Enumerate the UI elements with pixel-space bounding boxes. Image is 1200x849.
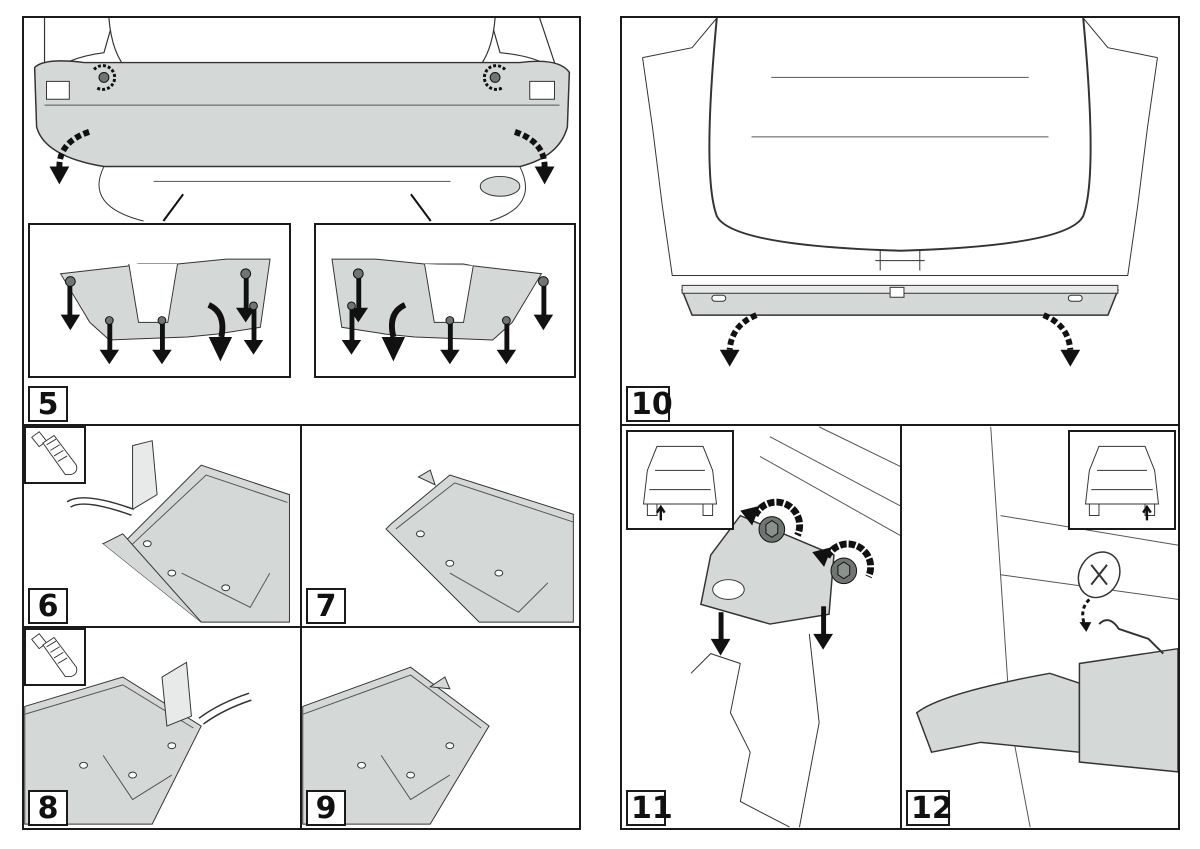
step-number-badge: 12 [906, 790, 953, 826]
car-rear-locator-icon [1084, 445, 1160, 521]
curved-down-arrow-icon [49, 129, 91, 185]
bolt-icon [758, 516, 786, 543]
step-number-badge: 8 [28, 790, 68, 826]
bolt-icon [830, 557, 858, 585]
step-12-panel: 12 [900, 424, 1180, 830]
step-number-badge: 10 [626, 386, 673, 422]
undertray-tab-removed-illustration [385, 469, 574, 623]
step-6-panel: 6 [22, 424, 302, 628]
utility-knife-icon [31, 431, 78, 476]
step-number-badge: 5 [28, 386, 68, 422]
tool-inset [24, 426, 86, 484]
reinforcement-beam-removal-illustration [642, 18, 1158, 367]
step-10-panel: 10 [620, 16, 1180, 426]
bracket-bolt-removal-illustration [690, 426, 900, 828]
step-5-detail-right [314, 223, 576, 378]
undertray-both-tabs-removed-illustration [302, 666, 490, 825]
rotate-screw-icon [482, 64, 507, 91]
step-number-badge: 7 [306, 588, 346, 624]
undertray-clips-right-illustration [331, 258, 554, 365]
curved-down-arrow-icon [719, 312, 758, 367]
rotate-ccw-arrow-icon [812, 540, 875, 579]
undertray-cut-left-illustration [66, 440, 290, 623]
step-9-panel: 9 [300, 626, 581, 830]
step-11-panel: 11 [620, 424, 902, 830]
exhaust-hanger-removal-illustration [915, 426, 1178, 828]
step-8-panel: 8 [22, 626, 302, 830]
rubber-hanger-icon [1077, 551, 1121, 599]
curved-down-arrow-icon [513, 129, 555, 185]
car-rear-locator-inset [1068, 430, 1176, 530]
bumper-removal-illustration [33, 18, 571, 222]
step-7-panel: 7 [300, 424, 581, 628]
step-number-badge: 11 [626, 790, 673, 826]
undertray-clips-left-illustration [59, 258, 271, 365]
utility-knife-icon [31, 633, 78, 678]
rotate-ccw-arrow-icon [740, 498, 804, 537]
rotate-screw-icon [92, 64, 117, 91]
step-number-badge: 6 [28, 588, 68, 624]
step-5-panel: 5 [22, 16, 581, 426]
step-number-badge: 9 [306, 790, 346, 826]
car-rear-locator-inset [626, 430, 734, 530]
curved-down-arrow-icon [1042, 312, 1081, 367]
car-rear-locator-icon [642, 445, 718, 521]
tool-inset [24, 628, 86, 686]
step-5-detail-left [28, 223, 291, 378]
undertray-cut-right-illustration [24, 661, 252, 825]
